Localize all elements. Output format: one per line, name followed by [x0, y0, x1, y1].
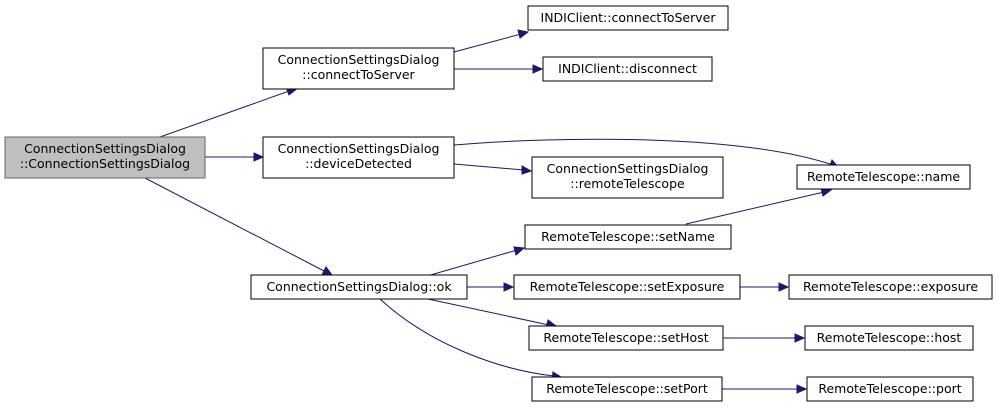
edge-connect-to-indi-disconnect — [454, 64, 544, 74]
node-label-line-2: ::remoteTelescope — [570, 176, 685, 191]
node-csd-ok[interactable]: ConnectionSettingsDialog::ok — [250, 274, 468, 300]
node-indiclient-connect-to-server[interactable]: INDIClient::connectToServer — [527, 5, 729, 31]
node-label-line-2: ::deviceDetected — [305, 156, 412, 171]
node-label-line-2: ::connectToServer — [302, 67, 415, 82]
node-remote-telescope-set-name[interactable]: RemoteTelescope::setName — [524, 224, 732, 250]
edge-setname-to-name — [685, 187, 833, 225]
node-label-line-1: ConnectionSettingsDialog — [278, 52, 440, 67]
node-label: INDIClient::connectToServer — [541, 10, 717, 25]
edge-ctor-to-ok — [144, 177, 333, 276]
edge-setport-to-port — [722, 384, 808, 394]
edge-ctor-to-device — [205, 152, 265, 162]
node-remote-telescope-name[interactable]: RemoteTelescope::name — [796, 164, 971, 190]
node-label-line-1: ConnectionSettingsDialog — [24, 141, 186, 156]
node-label: INDIClient::disconnect — [558, 61, 697, 76]
nodes-layer: ConnectionSettingsDialog ::ConnectionSet… — [4, 5, 993, 402]
node-label: RemoteTelescope::port — [818, 381, 961, 396]
node-remote-telescope-port[interactable]: RemoteTelescope::port — [806, 376, 974, 402]
node-remote-telescope-exposure[interactable]: RemoteTelescope::exposure — [788, 274, 993, 300]
node-remote-telescope-host[interactable]: RemoteTelescope::host — [804, 325, 974, 351]
node-label: RemoteTelescope::exposure — [803, 279, 978, 294]
node-remote-telescope-set-host[interactable]: RemoteTelescope::setHost — [528, 325, 724, 351]
node-label: ConnectionSettingsDialog::ok — [266, 279, 452, 294]
node-label: RemoteTelescope::host — [817, 330, 962, 345]
edge-ok-to-setname — [426, 246, 526, 277]
edge-ctor-to-connect — [159, 86, 300, 138]
node-remote-telescope-set-exposure[interactable]: RemoteTelescope::setExposure — [513, 274, 741, 300]
node-csd-connect-to-server[interactable]: ConnectionSettingsDialog ::connectToServ… — [262, 47, 455, 90]
edge-ok-to-setexposure — [467, 282, 515, 292]
node-label-line-1: ConnectionSettingsDialog — [547, 161, 709, 176]
edge-connect-to-indi-connect — [453, 29, 530, 53]
edge-setexposure-to-exposure — [740, 282, 790, 292]
node-indiclient-disconnect[interactable]: INDIClient::disconnect — [542, 56, 713, 82]
edge-ok-to-sethost — [427, 298, 558, 329]
node-label: RemoteTelescope::setExposure — [530, 279, 725, 294]
node-label-line-2: ::ConnectionSettingsDialog — [20, 156, 190, 171]
node-label: RemoteTelescope::setPort — [546, 381, 708, 396]
node-csd-device-detected[interactable]: ConnectionSettingsDialog ::deviceDetecte… — [262, 136, 455, 179]
node-label-line-1: ConnectionSettingsDialog — [278, 141, 440, 156]
node-csd-remote-telescope[interactable]: ConnectionSettingsDialog ::remoteTelesco… — [531, 156, 724, 199]
edge-device-to-remote — [453, 163, 533, 175]
edges-layer — [144, 29, 841, 394]
node-connection-settings-dialog-ctor[interactable]: ConnectionSettingsDialog ::ConnectionSet… — [4, 136, 206, 179]
node-label: RemoteTelescope::setHost — [543, 330, 708, 345]
node-remote-telescope-set-port[interactable]: RemoteTelescope::setPort — [531, 376, 723, 402]
edge-sethost-to-host — [723, 333, 806, 343]
node-label: RemoteTelescope::setName — [541, 229, 715, 244]
node-label: RemoteTelescope::name — [807, 169, 960, 184]
